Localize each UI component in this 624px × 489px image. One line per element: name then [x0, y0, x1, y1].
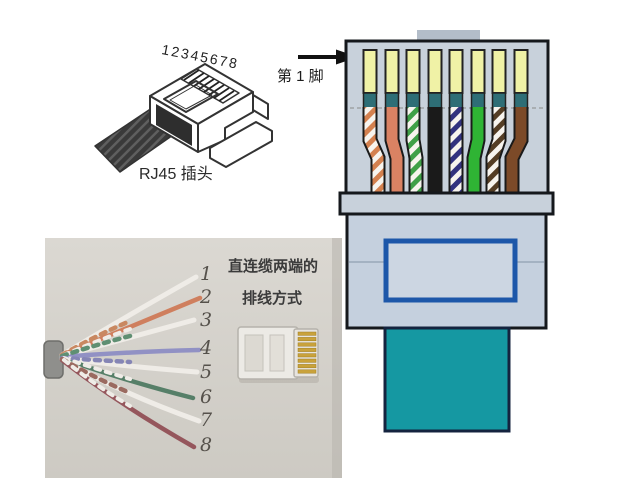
photo-wire-number-7: 7 — [200, 409, 213, 431]
photo-wire-number-2: 2 — [200, 286, 213, 308]
wire-1-white-orange — [364, 107, 384, 192]
photo-wire-number-6: 6 — [200, 386, 213, 408]
gold-pin — [297, 342, 317, 347]
rj45-plug-drawing — [94, 63, 273, 173]
jack-pin-5 — [448, 49, 464, 109]
photo-wire-4-blue — [59, 347, 202, 360]
clear-connector-photo — [237, 326, 319, 383]
jack-pin-1 — [362, 49, 378, 109]
plug-window-outer — [163, 80, 219, 113]
gold-pin — [297, 364, 317, 369]
plug-pin-hatch — [183, 69, 235, 102]
plug-caption: RJ45 插头 — [139, 166, 213, 183]
pin1-label: 第 1 脚 — [277, 68, 324, 85]
jack-pin-3 — [405, 49, 421, 109]
plug-pin-strip — [180, 68, 240, 104]
jack-cable — [383, 326, 511, 433]
photo-wire-number-5: 5 — [200, 361, 213, 383]
wire-8-brown — [506, 107, 527, 192]
jack-pin-6 — [470, 49, 486, 109]
gold-pin — [297, 331, 317, 336]
photo-wire-number-1: 1 — [200, 263, 213, 285]
photo-wire-number-4: 4 — [200, 337, 213, 359]
twist-texture — [59, 318, 133, 408]
photo-wire-number-3: 3 — [200, 309, 213, 331]
jack-pin-8 — [513, 49, 529, 109]
twist-pair-green — [59, 333, 133, 359]
gold-pin — [297, 358, 317, 363]
jack-pin-7 — [491, 49, 507, 109]
wire-7-white-brown — [487, 107, 505, 192]
twist-pair-green-white — [62, 356, 132, 381]
plug-latch-block — [252, 94, 269, 120]
rj45-jack-diagram — [338, 30, 555, 433]
connector-facet-1 — [244, 334, 264, 372]
jack-collar — [338, 191, 555, 216]
plug-cable-opening — [156, 104, 192, 146]
photo-caption-line1: 直连缆两端的 — [228, 258, 319, 275]
jack-pins — [362, 49, 529, 109]
connector-facet-2 — [269, 334, 285, 372]
utp-cable-photo — [43, 238, 342, 478]
gold-pin — [297, 347, 317, 352]
photo-wire-fan — [59, 274, 203, 450]
plug-latch-handle — [209, 121, 273, 168]
latch-window — [383, 238, 518, 303]
gold-pin — [297, 337, 317, 342]
wire-6-green — [468, 107, 484, 192]
gold-pin — [297, 369, 317, 374]
photo-wire-number-8: 8 — [200, 434, 213, 456]
twist-pair-orange-white — [62, 327, 132, 357]
photo-edge-shadow — [332, 238, 342, 478]
jack-wires — [364, 107, 527, 192]
jack-pin-4 — [427, 49, 443, 109]
jack-top-tab — [417, 30, 480, 42]
plug-window-inner — [169, 84, 213, 110]
gold-pin — [297, 353, 317, 358]
wire-3-white-green — [407, 107, 422, 192]
plug-right-face — [197, 91, 254, 153]
connector-gold-pins — [297, 331, 317, 374]
photo-caption-line2: 排线方式 — [242, 290, 303, 307]
jack-pin-2 — [384, 49, 400, 109]
wire-2-orange — [386, 107, 403, 192]
